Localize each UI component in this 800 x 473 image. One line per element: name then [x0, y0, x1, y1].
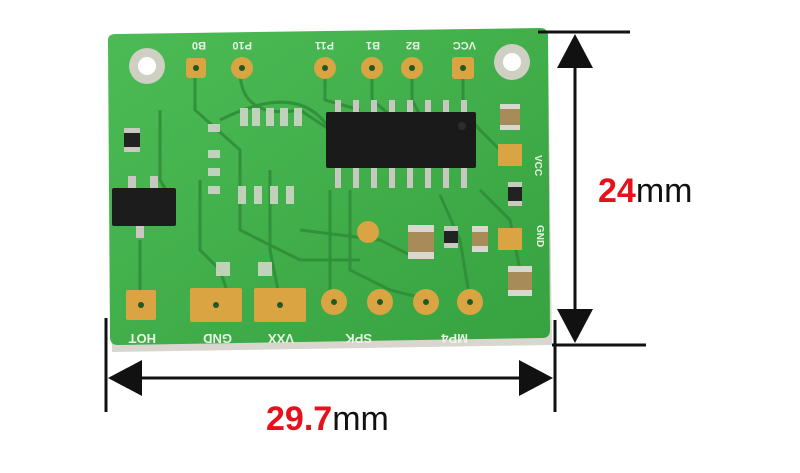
height-arrow-bottom [557, 309, 593, 343]
label-mp4: MP4 [441, 331, 469, 346]
top-silkscreen: B0 P10 P11 B1 B2 VCC [192, 39, 476, 51]
main-ic-chip [326, 100, 476, 188]
width-arrow-right [519, 360, 553, 396]
side-pads [357, 144, 522, 250]
mounting-hole-right [494, 44, 530, 80]
height-unit: mm [635, 172, 693, 210]
width-unit: mm [332, 400, 389, 438]
label-vcc-side: VCC [532, 155, 543, 176]
width-dimension-label: 29.7mm [266, 400, 389, 439]
height-arrow-top [557, 34, 593, 68]
smd-capacitors [408, 104, 532, 296]
label-p11: P11 [315, 39, 334, 51]
label-b1: B1 [366, 39, 380, 51]
label-vxx: VXX [268, 331, 294, 346]
label-gnd: GND [203, 331, 232, 346]
label-b2: B2 [406, 39, 420, 51]
label-gnd-side: GND [534, 225, 545, 247]
mounting-hole-left [129, 48, 165, 84]
footprint-pads [208, 108, 302, 276]
width-arrow-left [108, 360, 142, 396]
label-p10: P10 [232, 39, 252, 51]
width-dimension [104, 318, 557, 412]
bottom-silkscreen: HOT GND VXX SPK MP4 [129, 331, 469, 346]
height-dimension [538, 30, 646, 347]
smd-resistors [124, 128, 522, 248]
transistor-sot23 [112, 176, 176, 238]
width-value: 29.7 [266, 400, 333, 438]
label-b0: B0 [192, 39, 206, 51]
height-value: 24 [598, 172, 636, 210]
label-vcc-top: VCC [453, 39, 476, 51]
label-hot: HOT [129, 331, 157, 346]
height-dimension-label: 24mm [598, 172, 692, 211]
label-spk: SPK [345, 331, 372, 346]
